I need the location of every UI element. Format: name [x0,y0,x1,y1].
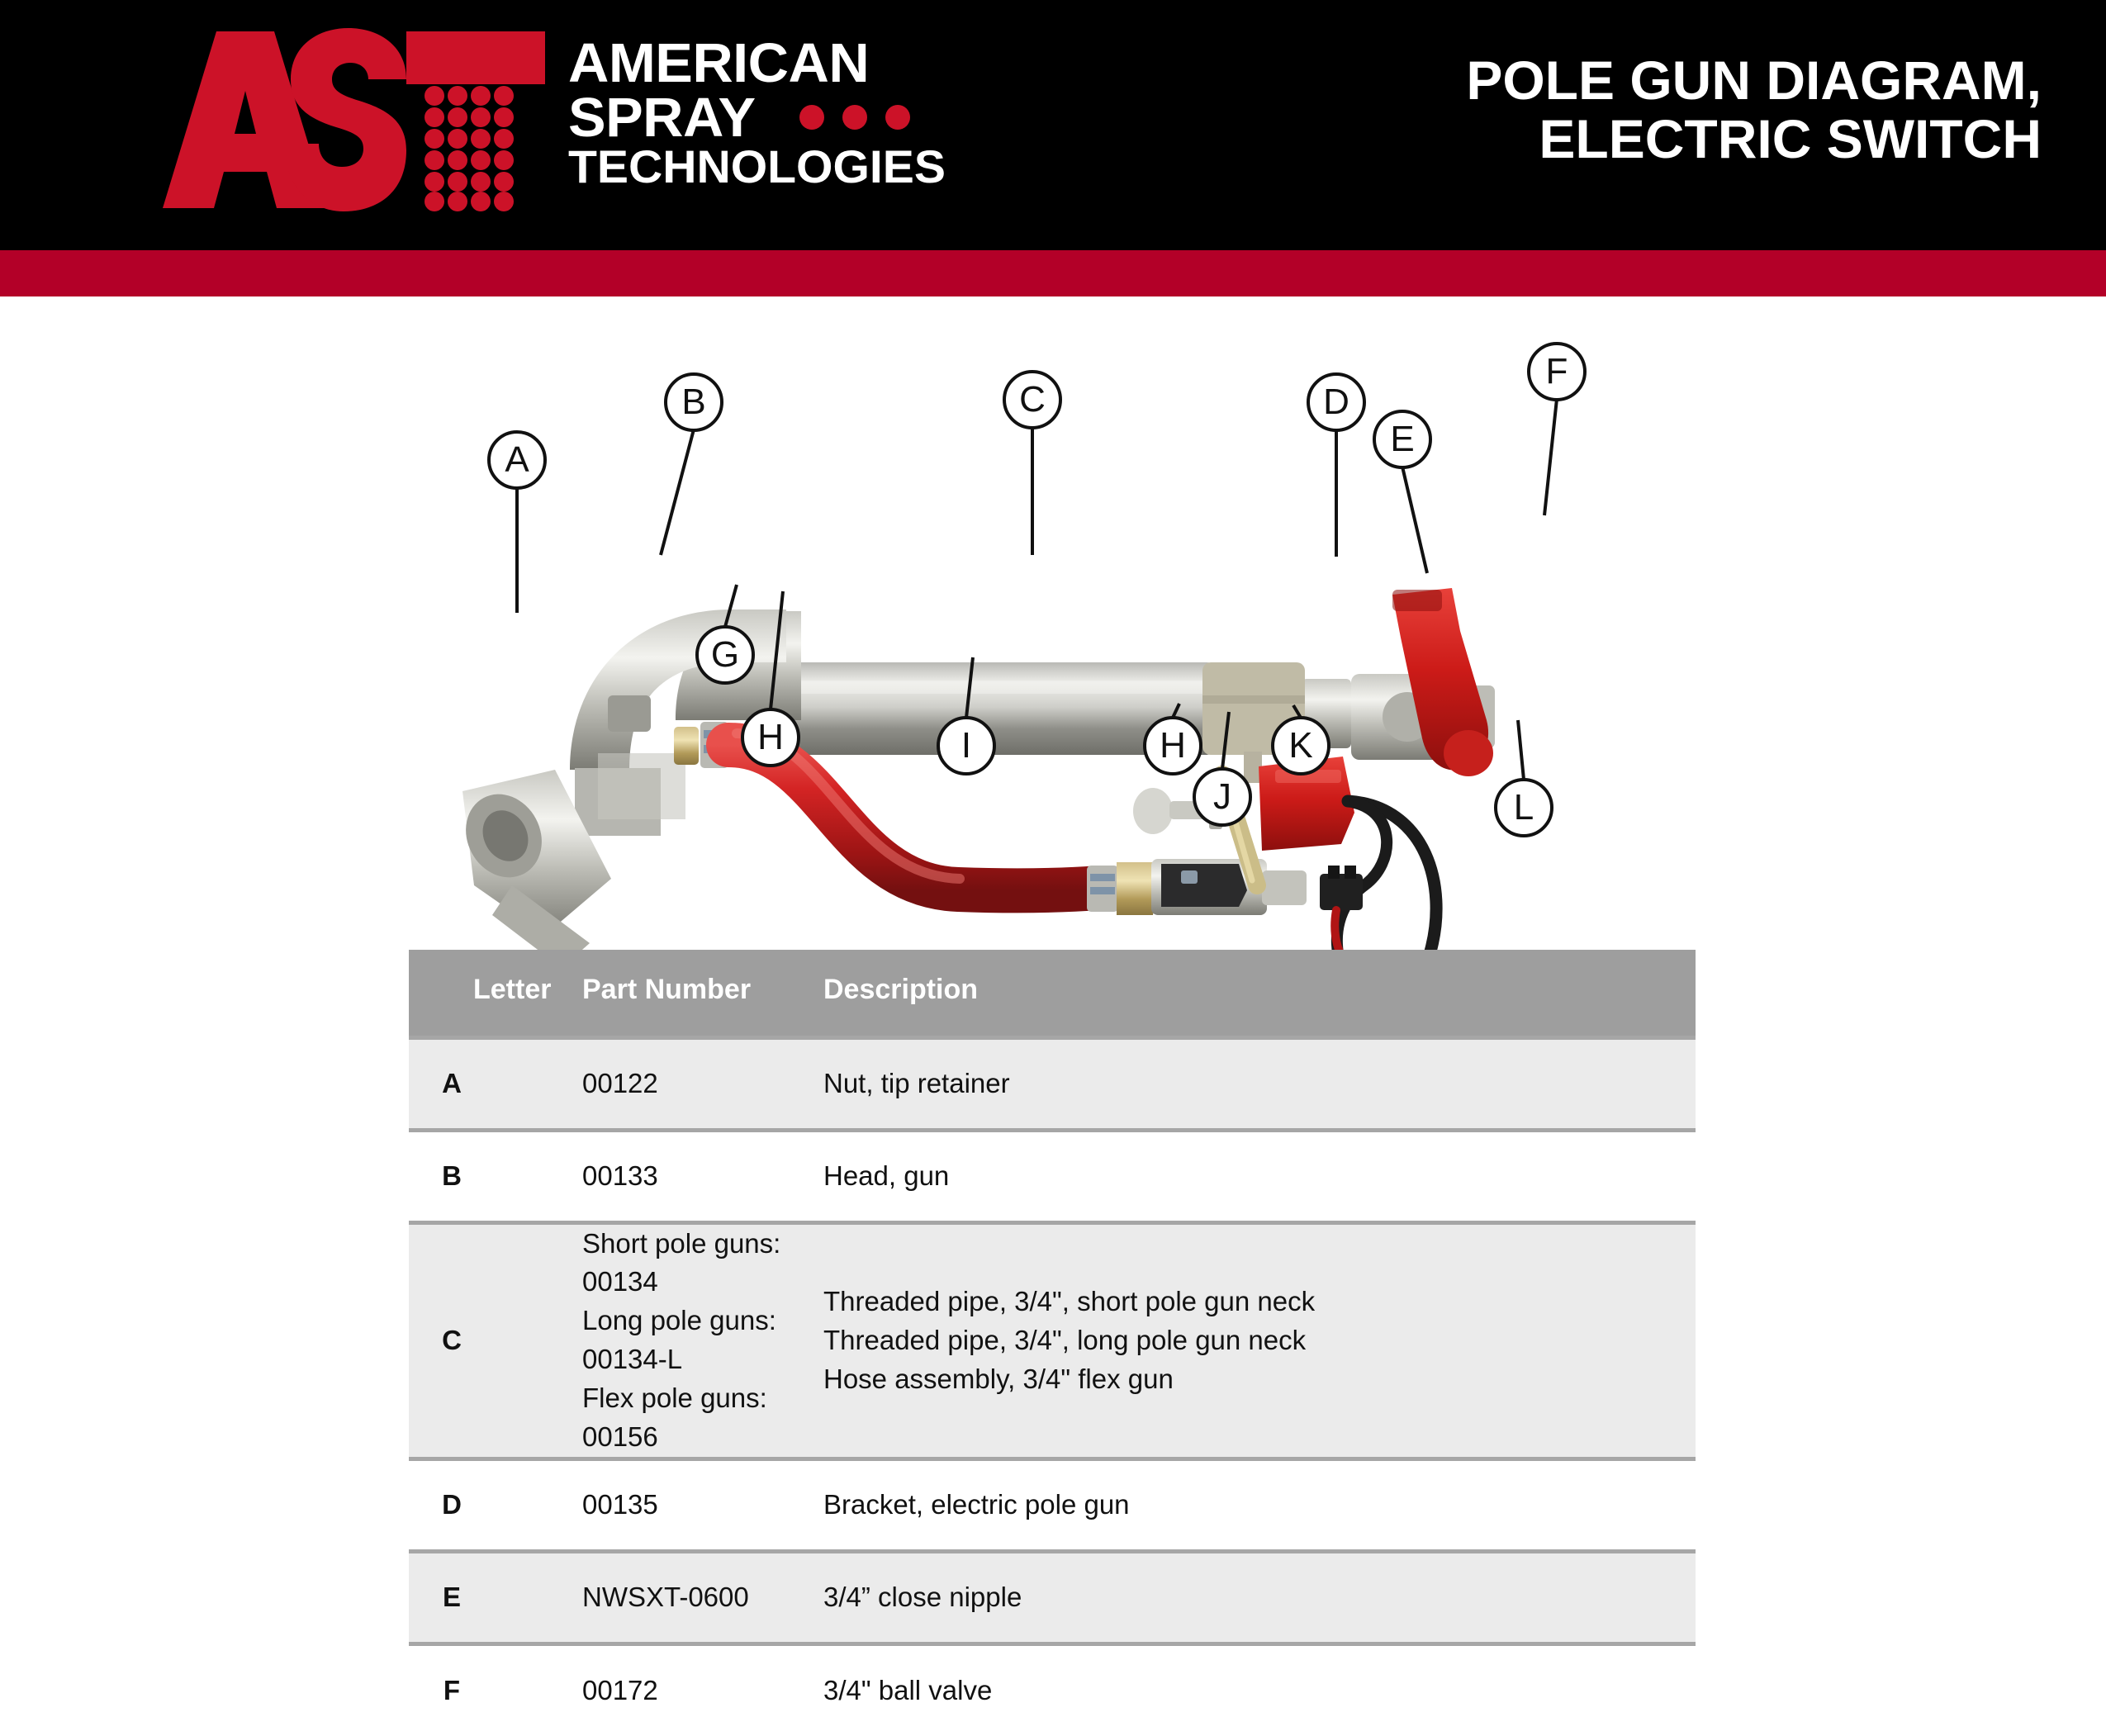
page-title-line-2: ELECTRIC SWITCH [1539,108,2042,170]
svg-text:L: L [1514,787,1534,828]
callout-F: F [1527,342,1587,401]
callout-L: L [1494,778,1553,837]
callout-K: K [1271,716,1330,776]
cell-letter: B [442,1160,462,1191]
diagram-callout-bubbles: A B C D E F G H I H J K L [487,342,1587,837]
svg-text:H: H [757,717,784,757]
cell-description: Threaded pipe, 3/4", short pole gun neck… [823,1285,1316,1394]
cell-description: 3/4" ball valve [823,1674,993,1705]
callout-H-2: H [1143,716,1202,776]
cell-description: Bracket, electric pole gun [823,1488,1130,1520]
svg-text:G: G [711,634,739,675]
page-title-line-1: POLE GUN DIAGRAM, [1466,50,2042,111]
svg-text:F: F [1546,351,1568,391]
column-header-part-number: Part Number [574,950,815,1037]
svg-text:H: H [1160,725,1186,766]
cell-part-number: 00172 [582,1674,658,1705]
page-title: POLE GUN DIAGRAM, ELECTRIC SWITCH [1216,50,2042,170]
table-row: F 00172 3/4" ball valve [409,1644,1696,1736]
callout-I: I [937,716,996,776]
callout-G: G [695,625,755,685]
page-header: AMERICAN SPRAY TECHNOLOGIES POLE GUN DIA… [0,0,2106,250]
svg-text:K: K [1288,725,1312,766]
cell-part-number: 00122 [582,1067,658,1098]
cell-letter: F [443,1674,461,1705]
callout-E: E [1373,410,1432,469]
cell-letter: E [442,1581,461,1612]
brand-line-spray: SPRAY [568,86,756,149]
cell-letter: D [442,1488,462,1520]
callout-C: C [1003,370,1062,429]
callout-B: B [664,372,723,432]
parts-table: Letter Part Number Description A 00122 Nut… [409,950,1696,1736]
brand-line-american: AMERICAN [568,32,870,94]
cell-description: Nut, tip retainer [823,1067,1010,1098]
pole-gun-diagram: A B C D E F G H I H J K L [413,307,1900,960]
table-row: A 00122 Nut, tip retainer [409,1037,1696,1130]
cell-letter: C [442,1324,462,1355]
table-row: D 00135 Bracket, electric pole gun [409,1459,1696,1552]
callout-J: J [1193,767,1252,827]
column-header-letter: Letter [409,950,574,1037]
cell-part-number: 00135 [582,1488,658,1520]
svg-text:A: A [505,439,529,480]
callout-D: D [1307,372,1366,432]
parts-table-header: Letter Part Number Description [409,950,1696,1037]
svg-text:E: E [1390,419,1414,459]
svg-text:J: J [1213,776,1231,817]
callout-A: A [487,430,547,490]
callout-H-1: H [741,708,800,767]
cell-letter: A [442,1067,462,1098]
svg-text:D: D [1323,382,1349,422]
column-header-description: Description [815,950,1696,1037]
ast-logo-mark [163,28,545,211]
cell-part-number: 00133 [582,1160,658,1191]
svg-text:C: C [1019,379,1046,420]
diagram-callouts [515,398,1558,780]
header-accent-stripe [0,250,2106,296]
table-row: E NWSXT-0600 3/4” close nipple [409,1551,1696,1644]
brand-line-technologies: TECHNOLOGIES [568,140,946,193]
cell-description: 3/4” close nipple [823,1581,1022,1612]
cell-part-number: NWSXT-0600 [582,1581,749,1612]
svg-text:I: I [961,725,971,766]
table-row: B 00133 Head, gun [409,1130,1696,1222]
brand-wordmark: AMERICAN SPRAY TECHNOLOGIES [568,36,946,190]
ast-logo: AMERICAN SPRAY TECHNOLOGIES [159,18,976,225]
svg-text:B: B [681,382,705,422]
brand-dots-icon [799,105,911,130]
cell-description: Head, gun [823,1160,950,1191]
